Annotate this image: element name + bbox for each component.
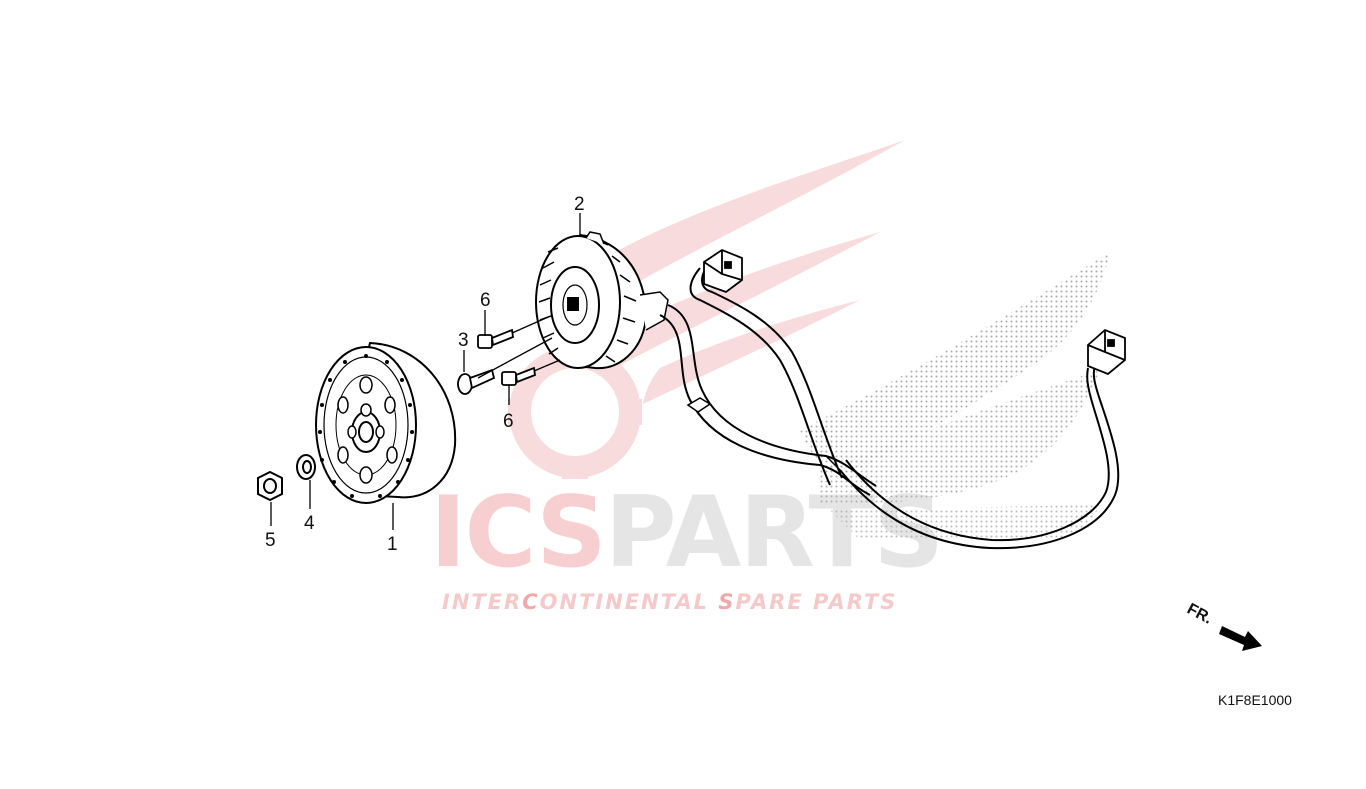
connector-right[interactable]: [1087, 328, 1126, 376]
callout-3: 3: [458, 330, 469, 351]
flywheel-part[interactable]: [315, 341, 457, 504]
dotted-wing-watermark: [800, 252, 1110, 540]
front-label: FR.: [1184, 601, 1215, 628]
washer-part[interactable]: [296, 454, 316, 480]
callout-1: 1: [387, 534, 398, 555]
callout-4: 4: [304, 513, 315, 534]
stator-part[interactable]: [535, 231, 669, 370]
bolt-lower-part[interactable]: [501, 366, 536, 386]
harness-clamp: [686, 397, 712, 413]
washer-bolt-part[interactable]: [457, 368, 496, 395]
connector-upper[interactable]: [703, 248, 743, 294]
callout-6-upper: 6: [480, 290, 491, 311]
callout-6-lower: 6: [503, 411, 514, 432]
callout-2: 2: [574, 194, 585, 215]
bolt-upper-part[interactable]: [477, 328, 514, 349]
watermark-brand: ICSPARTS: [430, 476, 942, 590]
arrow-right-icon: [1219, 626, 1262, 651]
callout-5: 5: [265, 530, 276, 551]
nut-part[interactable]: [257, 470, 283, 502]
watermark-tagline: INTERCONTINENTAL SPARE PARTS: [442, 590, 897, 614]
leader-lines: [270, 213, 581, 530]
front-direction-indicator: FR.: [1184, 601, 1262, 651]
wire-harness[interactable]: [659, 261, 1120, 550]
diagram-code: K1F8E1000: [1218, 692, 1292, 708]
